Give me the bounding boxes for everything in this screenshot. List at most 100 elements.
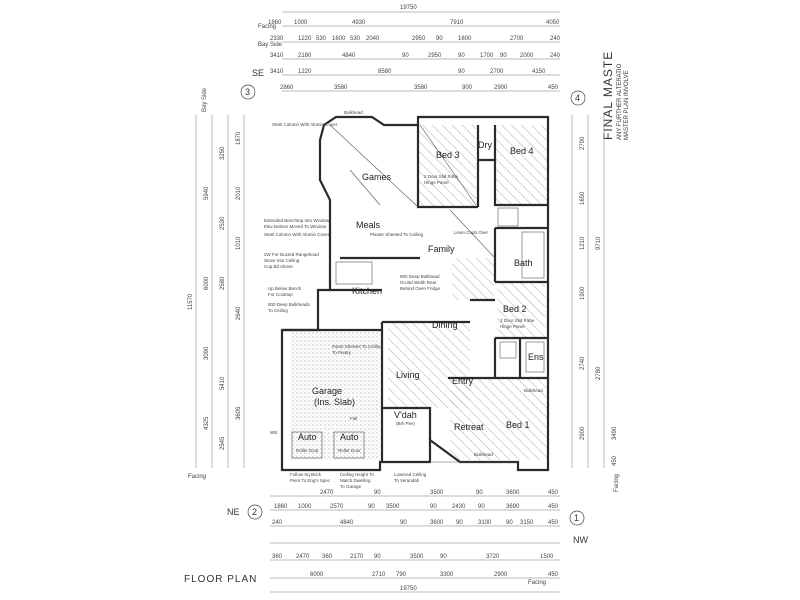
top-dim-3-10: 240 <box>550 53 561 59</box>
room-entry: Entry <box>452 376 474 386</box>
note-linen: Linen Cupb Over <box>454 230 489 235</box>
floor-plan-title: FLOOR PLAN <box>184 574 257 585</box>
bottom-dimensions: Facing 2470 90 3500 90 3600 450 1860 100… <box>188 474 560 593</box>
room-family: Family <box>428 244 455 254</box>
note-plaster: Plaster Sheeted To Ceiling <box>370 232 423 237</box>
bottom-dim-3-7: 3100 <box>478 520 492 526</box>
top-dim-2-10: 2700 <box>510 36 524 42</box>
bottom-dim-4-5: 90 <box>374 554 381 560</box>
left-dim-1-4: 4325 <box>204 416 210 430</box>
left-dim-2-1: 3250 <box>220 146 226 160</box>
bottom-dim-1-7: 450 <box>548 490 559 496</box>
bottom-dim-3-1: 240 <box>272 520 283 526</box>
note-gu: 900 Deep Bulkhead <box>400 274 440 279</box>
note-ducted-2: Stove Into Ceiling <box>264 258 300 263</box>
top-dim-1-5: 4050 <box>546 20 560 26</box>
dining-living-hatch <box>388 322 470 408</box>
top-dim-1-2: 1000 <box>294 20 308 26</box>
left-dim-3-3: 1010 <box>236 236 242 250</box>
bottom-dim-5-5: 2900 <box>494 572 508 578</box>
note-hinge-bed3: Hinge Panel <box>424 180 449 185</box>
top-dim-4-3: 8580 <box>378 69 392 75</box>
left-dim-3-1: 1870 <box>236 131 242 145</box>
garage-slab <box>290 330 380 460</box>
note-bulkhead-top: Bulkhead <box>344 110 363 115</box>
bottom-dim-3-6: 90 <box>456 520 463 526</box>
room-bed1: Bed 1 <box>506 420 530 430</box>
right-dim-1-1: 2790 <box>580 136 586 150</box>
bottom-dim-2-10: 450 <box>548 504 559 510</box>
room-bed3: Bed 3 <box>436 150 460 160</box>
bottom-dim-5-6: 450 <box>548 572 559 578</box>
top-dim-4-5: 2700 <box>490 69 504 75</box>
bottom-dim-4-7: 90 <box>440 554 447 560</box>
family-hatch <box>452 258 494 300</box>
top-dim-2-9: 1600 <box>458 36 472 42</box>
top-dim-2-5: 530 <box>350 36 361 42</box>
top-dim-3-8: 90 <box>500 53 507 59</box>
bottom-dim-2-3: 2570 <box>330 504 344 510</box>
note-steel-columns: Steel Column With Alumin Cover <box>264 232 330 237</box>
bottom-overall-dim: 19750 <box>400 586 417 592</box>
note-roller-2: Roller Door <box>338 448 361 453</box>
note-bulkhead-bed1: Bulkhead <box>474 452 493 457</box>
bottom-dim-1-4: 3500 <box>430 490 444 496</box>
note-roller-1: Roller Door <box>296 448 319 453</box>
top-dim-3-1: 3410 <box>270 53 284 59</box>
room-garage-sub: (Ins. Slab) <box>314 397 355 407</box>
top-dim-3-2: 2180 <box>298 53 312 59</box>
top-overall-dim: 19750 <box>400 5 417 11</box>
top-dim-2-1: 2330 <box>270 36 284 42</box>
left-dim-3-5: 3605 <box>236 406 242 420</box>
bottom-dim-2-4: 90 <box>368 504 375 510</box>
orientation-nw-number: 1 <box>574 513 579 523</box>
bottom-dim-1-5: 90 <box>476 490 483 496</box>
note-ducted: 2W For Ducted Rangehood <box>264 252 319 257</box>
bottom-dim-3-9: 3150 <box>520 520 534 526</box>
left-dimensions: 11570 5940 6000 3090 4325 3250 2530 2580… <box>188 87 245 468</box>
note-extended-bench: Extended Benchtop Into Window <box>264 218 330 223</box>
note-fall: Fall <box>350 416 357 421</box>
bottom-dim-3-5: 3600 <box>430 520 444 526</box>
bottom-dim-4-6: 3500 <box>410 554 424 560</box>
top-dimensions: 19750 Facing Bay Side 1860 1000 4930 791… <box>258 5 561 92</box>
room-bed2: Bed 2 <box>503 304 527 314</box>
right-dim-1-5: 2740 <box>580 356 586 370</box>
left-dim-3-2: 2010 <box>236 186 242 200</box>
right-dim-2-2: 2780 <box>596 366 602 380</box>
left-dim-1-1: 5940 <box>204 186 210 200</box>
right-dim-2-3: 450 <box>612 455 618 466</box>
bottom-dim-4-1: 360 <box>272 554 283 560</box>
bed4-hatch <box>495 125 547 205</box>
bottom-dim-5-3: 790 <box>396 572 407 578</box>
bottom-dim-2-2: 1000 <box>298 504 312 510</box>
top-dim-1-4: 7910 <box>450 20 464 26</box>
top-dim-2-6: 2040 <box>366 36 380 42</box>
orientation-nw-label: NW <box>573 535 588 545</box>
room-labels: Games Meals Family Kitchen Dining Living… <box>298 140 544 442</box>
bottom-dim-2-6: 90 <box>430 504 437 510</box>
orientation-se-label: SE <box>252 68 264 78</box>
room-dining: Dining <box>432 320 458 330</box>
note-robe-bed2: 2 Door Slid Robe <box>500 318 535 323</box>
bottom-dim-2-9: 3690 <box>506 504 520 510</box>
top-dim-3-7: 1700 <box>480 53 494 59</box>
note-extended-bench-2: Elev Bottom Moved To Window <box>264 224 327 229</box>
note-ducted-3: Cup Bd Above <box>264 264 293 269</box>
orientation-se: SE 3 <box>240 68 264 100</box>
bottom-dim-1-1: 2470 <box>320 490 334 496</box>
top-dim-2-11: 240 <box>550 36 561 42</box>
bottom-dim-4-2: 2470 <box>296 554 310 560</box>
facing-label-right: Facing <box>614 474 620 492</box>
note-piers: Follow Sq Brick <box>290 472 322 477</box>
room-ens: Ens <box>528 352 544 362</box>
top-dim-3-6: 90 <box>458 53 465 59</box>
top-dim-2-2: 1220 <box>298 36 312 42</box>
stamp-line-3: MASTER PLAN INVOLVE <box>624 70 630 140</box>
outer-wall <box>280 115 550 472</box>
top-dim-5-5: 2900 <box>494 85 508 91</box>
left-dim-2-4: 5410 <box>220 376 226 390</box>
bottom-dim-4-9: 1500 <box>540 554 554 560</box>
top-dim-5-1: 2860 <box>280 85 294 91</box>
